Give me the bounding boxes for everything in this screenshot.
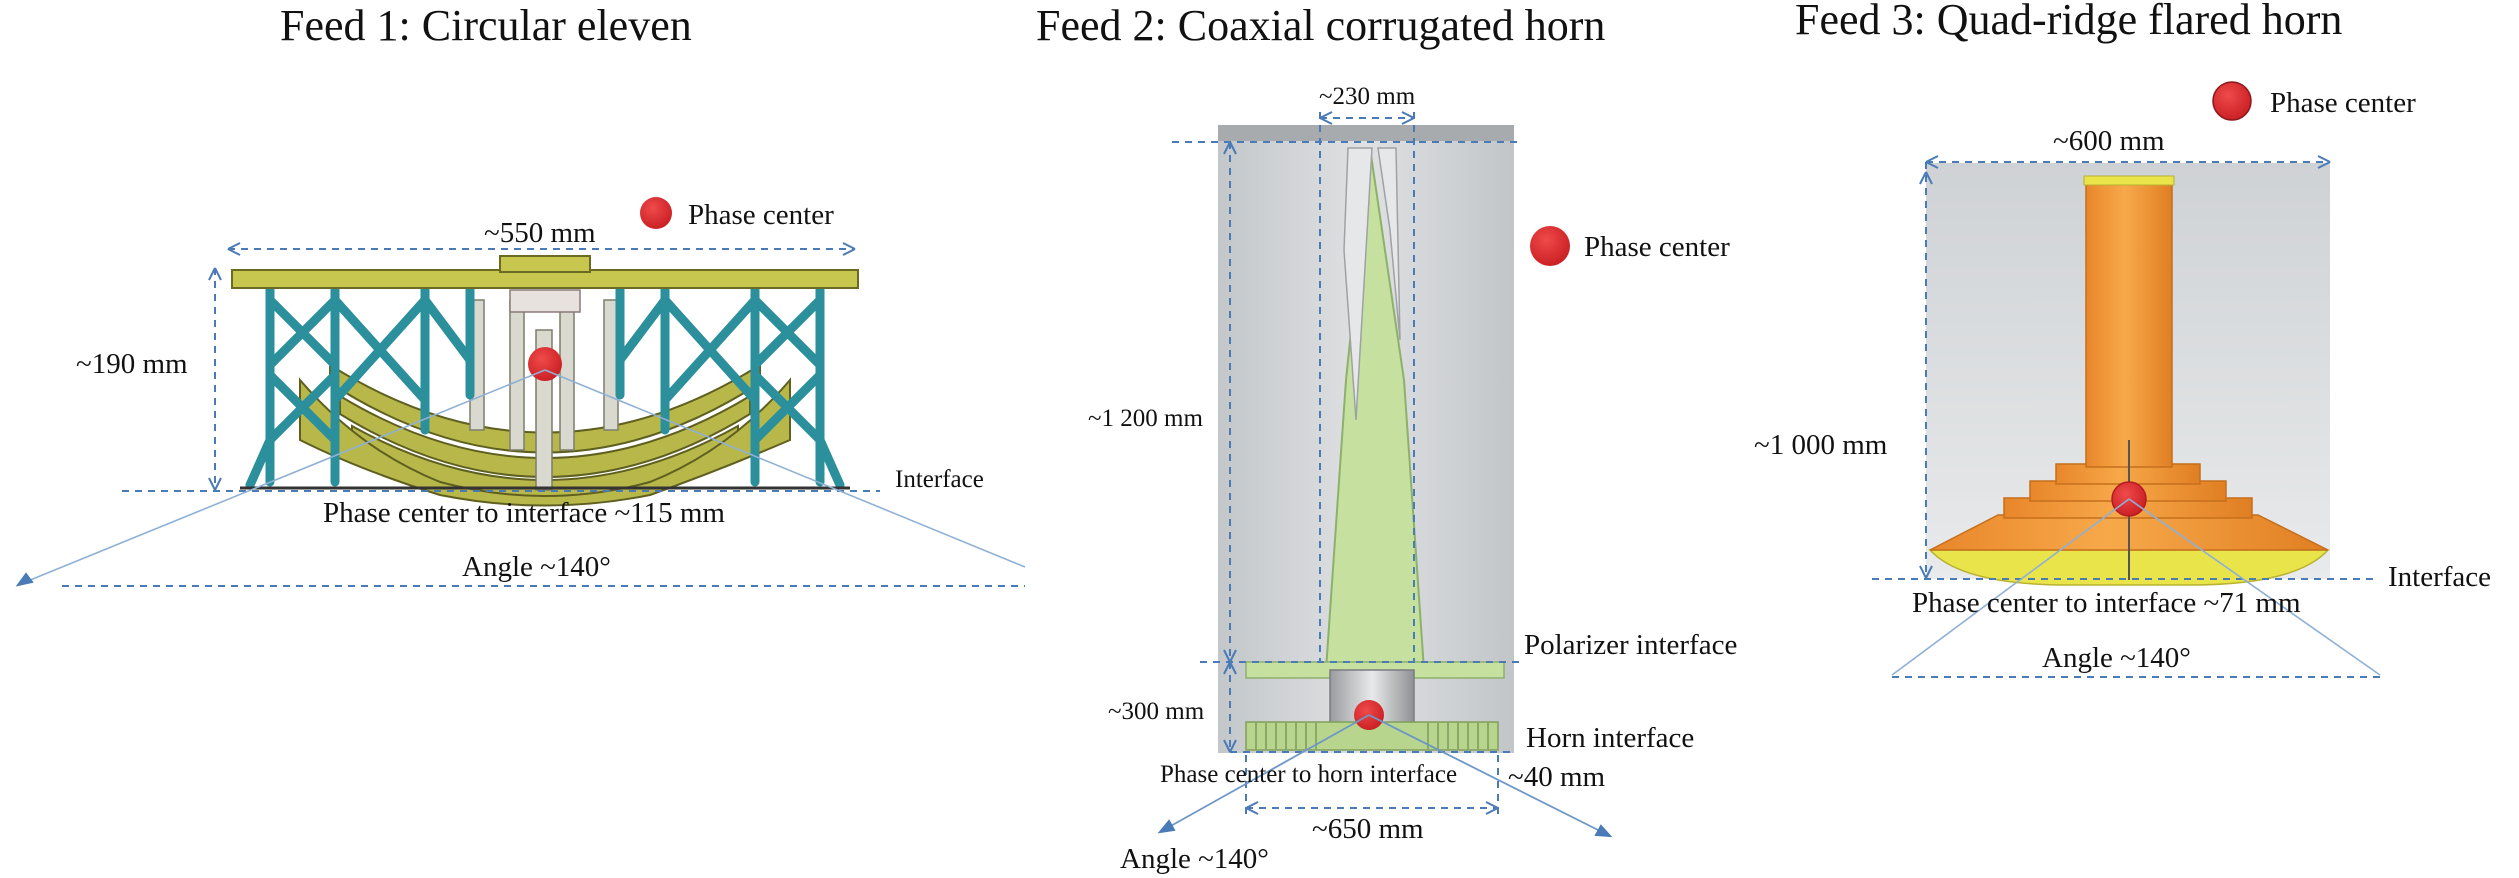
feed1-center-hub — [499, 255, 591, 273]
feed3-illustration — [1926, 163, 2330, 586]
feed2-phase-center-label: Phase center — [1584, 231, 1730, 263]
feed3-angle-label: Angle ~140° — [2042, 642, 2191, 674]
feed1-phase-center-label: Phase center — [688, 199, 834, 231]
feed2-length-label: ~1 200 mm — [1088, 405, 1203, 432]
feed3-phase-center-label: Phase center — [2270, 87, 2416, 119]
feed1-petal-plates — [299, 363, 791, 507]
feed1-phase-center-legend-dot — [640, 197, 672, 229]
feed3-angle-ray-right — [2128, 498, 2381, 676]
feed2-top-bar — [1218, 125, 1514, 141]
feed2-angle-ray-right — [1368, 714, 1611, 837]
feed2-bottom-height-label: ~300 mm — [1108, 698, 1205, 725]
feed1-inner-fins — [469, 299, 619, 491]
feed2-pc-to-horn-value: ~40 mm — [1508, 761, 1605, 793]
feed1-pc-to-interface-label: Phase center to interface ~115 mm — [323, 497, 725, 529]
feed3-ridge-column — [2085, 181, 2173, 468]
feed1-illustration — [231, 255, 859, 507]
feed1-group: Feed 1: Circular eleven — [15, 1, 1026, 587]
feed1-angle-ray-left — [17, 369, 546, 586]
feed2-horn-interface-label: Horn interface — [1526, 722, 1694, 754]
feed1-angle-label: Angle ~140° — [462, 551, 611, 583]
feed3-pc-to-interface-label: Phase center to interface ~71 mm — [1912, 587, 2301, 619]
feed3-dimensions — [1872, 155, 2381, 678]
feed2-top-width-label: ~230 mm — [1319, 83, 1416, 110]
feed1-phase-center-dot — [528, 347, 562, 381]
feed1-angle-ray-right — [544, 369, 1026, 568]
feed1-interface-label: Interface — [895, 466, 984, 493]
feed3-angle-ray-left — [1891, 498, 2130, 676]
feed3-height-label: ~1 000 mm — [1754, 429, 1888, 461]
feed1-height-label: ~190 mm — [76, 348, 188, 380]
feed2-inner-conductor-right — [1377, 147, 1401, 341]
feed1-dimensions — [15, 242, 1026, 587]
feed3-top-cap — [2083, 175, 2175, 186]
feed2-illustration — [1218, 125, 1514, 753]
feed3-interface-label: Interface — [2388, 561, 2491, 593]
feed2-bottom-width-label: ~650 mm — [1312, 813, 1424, 845]
feed2-corrugations — [1255, 722, 1489, 750]
feed2-inner-conductor — [1343, 147, 1373, 421]
feed2-pc-to-horn-label: Phase center to horn interface — [1160, 761, 1457, 788]
feed2-dimensions — [1157, 111, 1613, 838]
feed3-width-label: ~600 mm — [2053, 125, 2165, 157]
feed2-angle-ray-left — [1159, 714, 1370, 833]
feed1-truss-frame — [245, 282, 845, 490]
feed1-center-grill — [509, 289, 581, 313]
feed3-title: Feed 3: Quad-ridge flared horn — [1795, 0, 2342, 44]
feed2-title: Feed 2: Coaxial corrugated horn — [1036, 1, 1605, 50]
feed2-polarizer-label: Polarizer interface — [1524, 629, 1737, 661]
feed2-phase-center-legend-dot — [1530, 226, 1570, 266]
feed1-width-label: ~550 mm — [484, 217, 596, 249]
feed3-group: Feed 3: Quad-ridge flared horn Phase cen… — [1754, 0, 2491, 678]
feed2-angle-label: Angle ~140° — [1120, 843, 1269, 875]
feed1-title: Feed 1: Circular eleven — [280, 1, 692, 50]
feed3-phase-center-legend-dot — [2212, 81, 2252, 121]
feed2-group: Feed 2: Coaxial corrugated horn — [1036, 1, 1737, 875]
